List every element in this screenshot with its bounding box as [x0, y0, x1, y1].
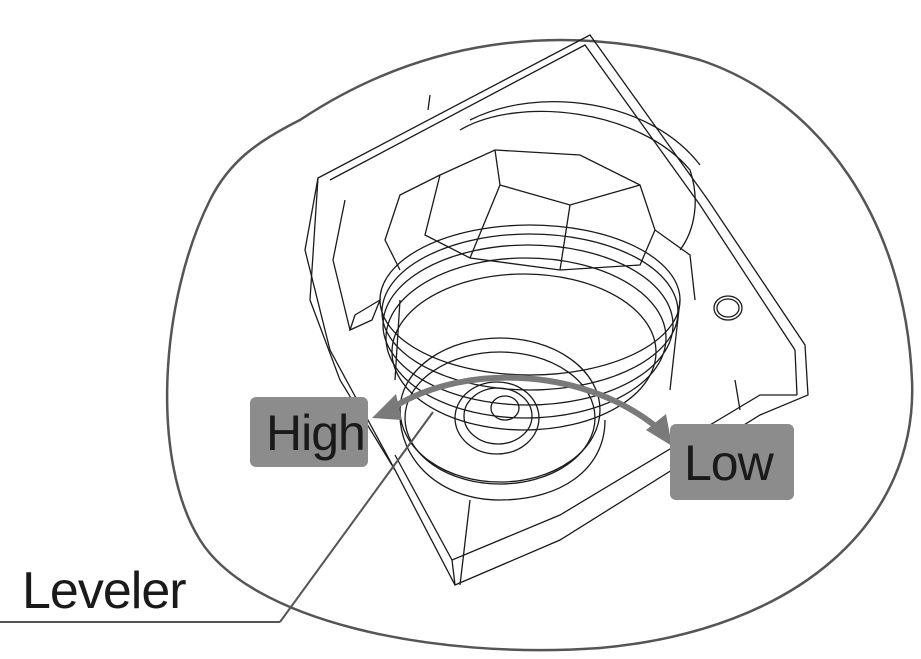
threaded-rings: [379, 224, 681, 431]
adjustment-arrow: [372, 374, 672, 446]
leveler-label: Leveler: [22, 562, 187, 620]
hex-nut: [384, 100, 701, 301]
arrowhead-low-icon: [646, 414, 672, 446]
low-label-box: [670, 424, 794, 500]
leveler-foot: [399, 337, 606, 501]
high-label: High: [266, 405, 366, 461]
high-label-box: [250, 397, 368, 467]
arrowhead-high-icon: [372, 394, 402, 420]
bracket-plate: [304, 34, 809, 586]
low-label: Low: [684, 435, 774, 491]
magnifier-outline: [165, 38, 914, 652]
leveler-leader-line: [0, 411, 434, 623]
